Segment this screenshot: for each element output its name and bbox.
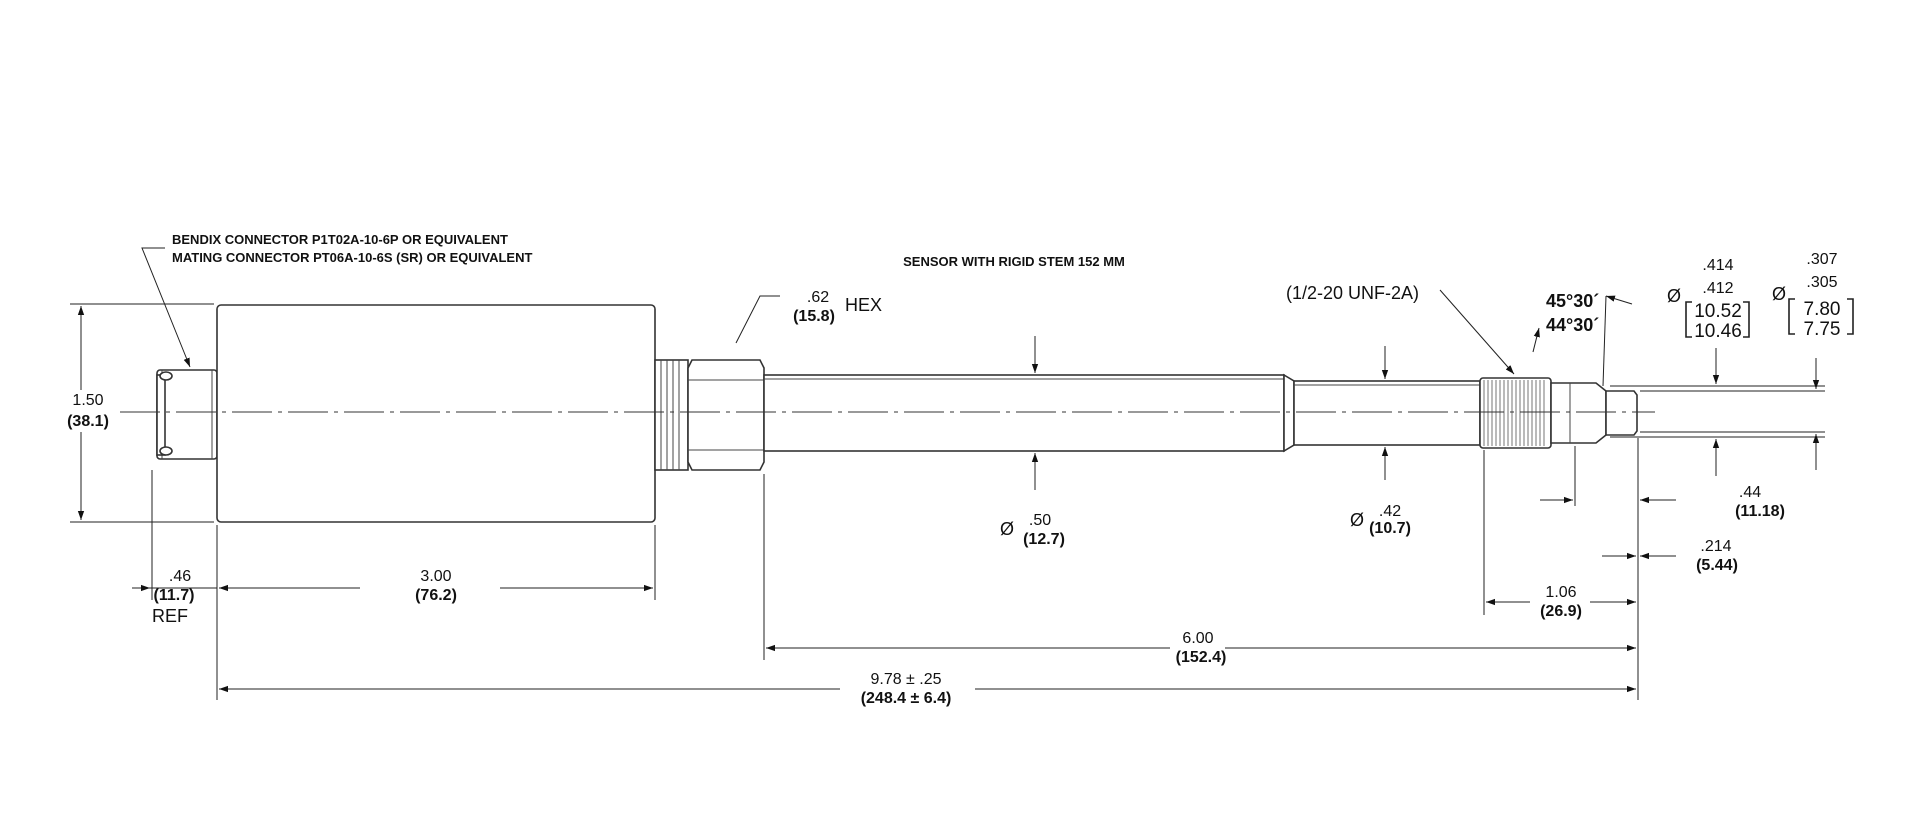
stem-dia-symbol: Ø (1000, 519, 1014, 539)
connector-note: BENDIX CONNECTOR P1T02A-10-6P OR EQUIVAL… (141, 232, 532, 368)
dim-106: 1.06 (26.9) (1486, 584, 1636, 620)
tip-dia1-symbol: Ø (1667, 286, 1681, 306)
dim106-mm: (26.9) (1540, 603, 1582, 620)
height-inch: 1.50 (72, 392, 103, 409)
dim44-inch: .44 (1739, 484, 1761, 501)
nose (1605, 390, 1638, 436)
connector-shell (156, 369, 218, 460)
tip-dia-symbol: Ø (1350, 510, 1364, 530)
dim-214: .214 (5.44) (1602, 538, 1738, 574)
tip-dia2-mm-lower: 7.75 (1804, 319, 1841, 340)
stem-dia-inch: .50 (1029, 512, 1051, 529)
tip-dia2-upper: .307 (1806, 251, 1837, 268)
tip-diameter-dimension: Ø .42 (10.7) (1350, 346, 1411, 537)
ref-mm: (11.7) (154, 587, 195, 604)
hex-callout: .62 (15.8) HEX (735, 289, 882, 344)
body-len-mm: (76.2) (415, 587, 457, 604)
thread-callout: (1/2-20 UNF-2A) (1286, 283, 1515, 375)
hex-label: HEX (845, 295, 882, 315)
total-length-dimension: 9.78 ± .25 (248.4 ± 6.4) (219, 671, 1636, 707)
tip-dia1-upper: .414 (1702, 257, 1733, 274)
tip-dia-mm: (10.7) (1369, 520, 1411, 537)
connector-note-line2: MATING CONNECTOR PT06A-10-6S (SR) OR EQU… (172, 250, 532, 265)
tip-dia2-lower: .305 (1806, 274, 1837, 291)
total-len-mm: (248.4 ± 6.4) (861, 690, 952, 707)
stem-diameter-dimension: Ø .50 (12.7) (1000, 336, 1065, 548)
stem-taper (1283, 373, 1295, 453)
tip-dia2-symbol: Ø (1772, 284, 1786, 304)
dim-44: .44 (11.18) (1540, 484, 1785, 520)
threaded-tip (1479, 377, 1552, 449)
extension-lines (151, 438, 1639, 700)
thread-note: (1/2-20 UNF-2A) (1286, 283, 1419, 303)
hex-nut (687, 359, 765, 471)
sensor-note: SENSOR WITH RIGID STEM 152 MM (903, 254, 1125, 269)
tip-diameter-extensions (1610, 348, 1825, 476)
hex-mm: (15.8) (793, 308, 835, 325)
rigid-stem (763, 374, 1285, 452)
height-mm: (38.1) (67, 413, 109, 430)
stem-length-dimension: 6.00 (152.4) (766, 630, 1636, 666)
stem-len-inch: 6.00 (1182, 630, 1213, 647)
stem-dia-mm: (12.7) (1023, 531, 1065, 548)
tip-diameter-1: Ø .414 .412 10.52 10.46 (1667, 257, 1750, 342)
tip-section (1293, 380, 1481, 446)
tip-dia1-mm-lower: 10.46 (1694, 321, 1742, 342)
dim106-inch: 1.06 (1545, 584, 1576, 601)
ref-dimension: .46 (11.7) REF (132, 568, 217, 626)
connector-pin-top (159, 371, 173, 381)
ref-inch: .46 (169, 568, 191, 585)
seat-cone (1550, 382, 1607, 444)
body-length-dimension: 3.00 (76.2) (219, 568, 653, 604)
body-len-inch: 3.00 (420, 568, 451, 585)
stem-len-mm: (152.4) (1176, 649, 1227, 666)
tip-dia1-mm-upper: 10.52 (1694, 301, 1742, 322)
tip-dia-inch: .42 (1379, 503, 1401, 520)
angle-lower: 44°30´ (1546, 315, 1599, 335)
ref-label: REF (152, 606, 188, 626)
dim44-mm: (11.18) (1735, 503, 1785, 520)
dim214-inch: .214 (1700, 538, 1731, 555)
dim214-mm: (5.44) (1696, 557, 1738, 574)
connector-pin-bottom (159, 446, 173, 456)
height-dimension: 1.50 (38.1) (67, 303, 214, 523)
angle-upper: 45°30´ (1546, 291, 1599, 311)
angle-callout: 45°30´ 44°30´ (1532, 291, 1633, 387)
tip-dia1-lower: .412 (1702, 280, 1733, 297)
tip-dia2-mm-upper: 7.80 (1804, 299, 1841, 320)
body-neck (654, 359, 689, 471)
connector-note-line1: BENDIX CONNECTOR P1T02A-10-6P OR EQUIVAL… (172, 232, 508, 247)
total-len-inch: 9.78 ± .25 (870, 671, 941, 688)
main-body (216, 304, 656, 523)
sensor-part (156, 304, 1638, 523)
hex-inch: .62 (807, 289, 829, 306)
tip-diameter-2: Ø .307 .305 7.80 7.75 (1772, 251, 1854, 340)
